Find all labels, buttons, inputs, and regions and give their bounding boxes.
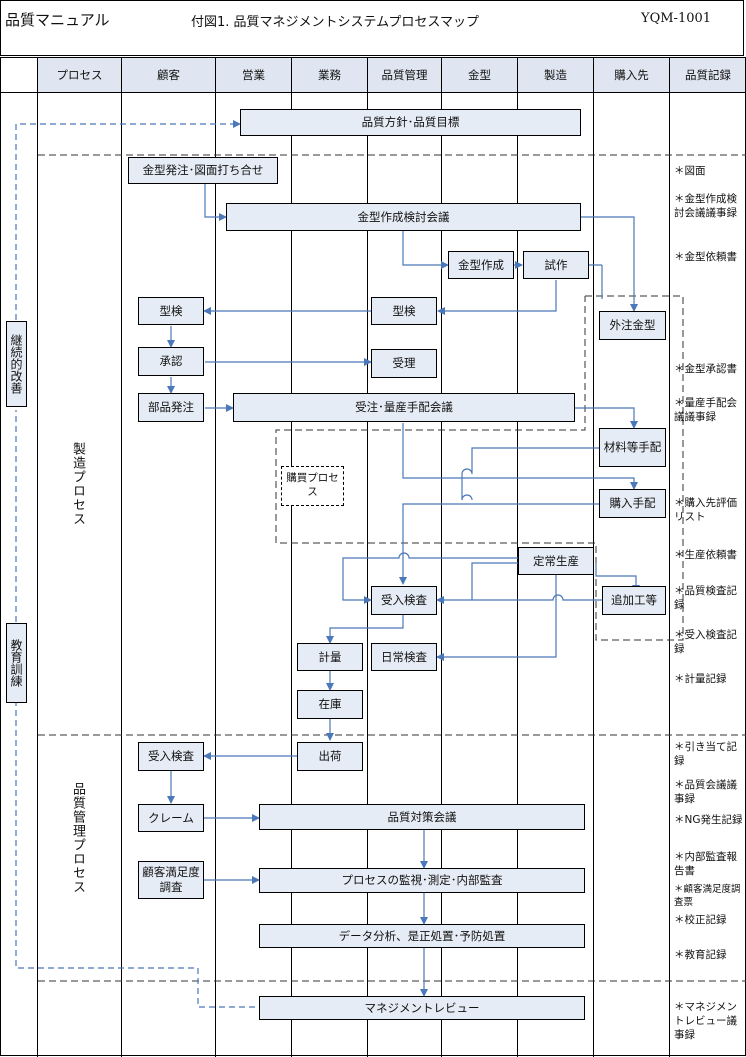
- mold-inspection-qc-box: 型検: [371, 297, 437, 325]
- education-training-box: 教育訓練: [6, 623, 27, 703]
- manual-title: 品質マニュアル: [5, 11, 110, 29]
- quality-policy-box: 品質方針･品質目標: [240, 109, 581, 136]
- parts-order-box: 部品発注: [138, 393, 204, 422]
- record-mold-meeting-minutes: ＊金型作成検討会議議事録: [674, 193, 737, 220]
- record-management-review-minutes: ＊マネジメントレビュー議事録: [674, 1001, 737, 1042]
- order-meeting-box: 受注･量産手配会議: [233, 393, 575, 422]
- record-mold-approval: ＊金型承認書: [674, 363, 737, 375]
- satisfaction-survey-box: 顧客満足度調査: [138, 861, 204, 899]
- outsourced-mold-box: 外注金型: [599, 311, 666, 340]
- incoming-inspection-box: 受入検査: [371, 586, 437, 615]
- regular-production-box: 定常生産: [518, 547, 594, 575]
- customer-inspection-box: 受入検査: [138, 742, 204, 771]
- record-measurement: ＊計量記録: [674, 673, 727, 685]
- management-review-box: マネジメントレビュー: [259, 996, 585, 1020]
- claim-box: クレーム: [138, 804, 204, 832]
- receipt-box: 受理: [371, 349, 437, 378]
- shipping-box: 出荷: [297, 742, 363, 771]
- record-order-meeting-minutes: ＊量産手配会議議事録: [674, 397, 737, 424]
- record-ng-occurrence: ＊NG発生記録: [674, 814, 743, 826]
- mold-meeting-box: 金型作成検討会議: [226, 203, 581, 231]
- column-header-quality-control: 品質管理: [368, 58, 442, 92]
- record-quality-meeting-minutes: ＊品質会議議事録: [674, 779, 737, 806]
- record-mold-request: ＊金型依頼書: [674, 251, 737, 263]
- purchase-process-box: 購買プロセス: [281, 466, 344, 506]
- record-allocation: ＊引き当て記録: [674, 741, 737, 768]
- quality-meeting-box: 品質対策会議: [259, 804, 585, 830]
- column-header-mold: 金型: [442, 58, 518, 92]
- column-header-process: プロセス: [38, 58, 122, 92]
- column-header-manufacturing: 製造: [518, 58, 594, 92]
- column-header-supplier: 購入先: [594, 58, 670, 92]
- figure-title: 付図1. 品質マネジメントシステムプロセスマップ: [191, 15, 479, 30]
- record-supplier-evaluation: ＊購入先評価リスト: [674, 497, 737, 524]
- daily-inspection-box: 日常検査: [371, 643, 437, 671]
- column-header-sales: 営業: [216, 58, 292, 92]
- data-analysis-box: データ分析、是正処置･予防処置: [259, 924, 585, 948]
- record-calibration: ＊校正記録: [674, 914, 727, 926]
- mold-making-box: 金型作成: [448, 251, 514, 279]
- doc-number: YQM-1001: [641, 11, 712, 26]
- approval-box: 承認: [138, 347, 204, 376]
- materials-box: 材料等手配: [599, 428, 666, 467]
- monitoring-box: プロセスの監視･測定･内部監査: [259, 868, 585, 893]
- record-education: ＊教育記録: [674, 949, 727, 961]
- additional-work-box: 追加工等: [602, 586, 666, 615]
- record-incoming-inspection: ＊受入検査記録: [674, 629, 737, 656]
- column-header-customer: 顧客: [122, 58, 216, 92]
- mold-order-box: 金型発注･図面打ち合せ: [128, 157, 278, 184]
- purchase-order-box: 購入手配: [599, 489, 666, 518]
- measurement-box: 計量: [297, 643, 363, 671]
- record-internal-audit: ＊内部監査報告書: [674, 851, 737, 878]
- quality-process-label: 品質管理プロセス: [70, 782, 85, 894]
- record-production-request: ＊生産依頼書: [674, 549, 737, 561]
- record-drawing: ＊図面: [674, 165, 706, 177]
- stock-box: 在庫: [297, 690, 363, 719]
- record-satisfaction-survey: ＊顧客満足度調査票: [674, 884, 741, 908]
- trial-box: 試作: [523, 251, 589, 279]
- document-header: 品質マニュアル 付図1. 品質マネジメントシステムプロセスマップ YQM-100…: [0, 0, 744, 56]
- continuous-improvement-box: 継続的改善: [6, 321, 27, 407]
- record-quality-inspection: ＊品質検査記録: [674, 585, 737, 612]
- mold-inspection-customer-box: 型検: [138, 297, 204, 325]
- manufacturing-process-label: 製造プロセス: [70, 442, 85, 526]
- column-header-quality-records: 品質記録: [670, 58, 746, 92]
